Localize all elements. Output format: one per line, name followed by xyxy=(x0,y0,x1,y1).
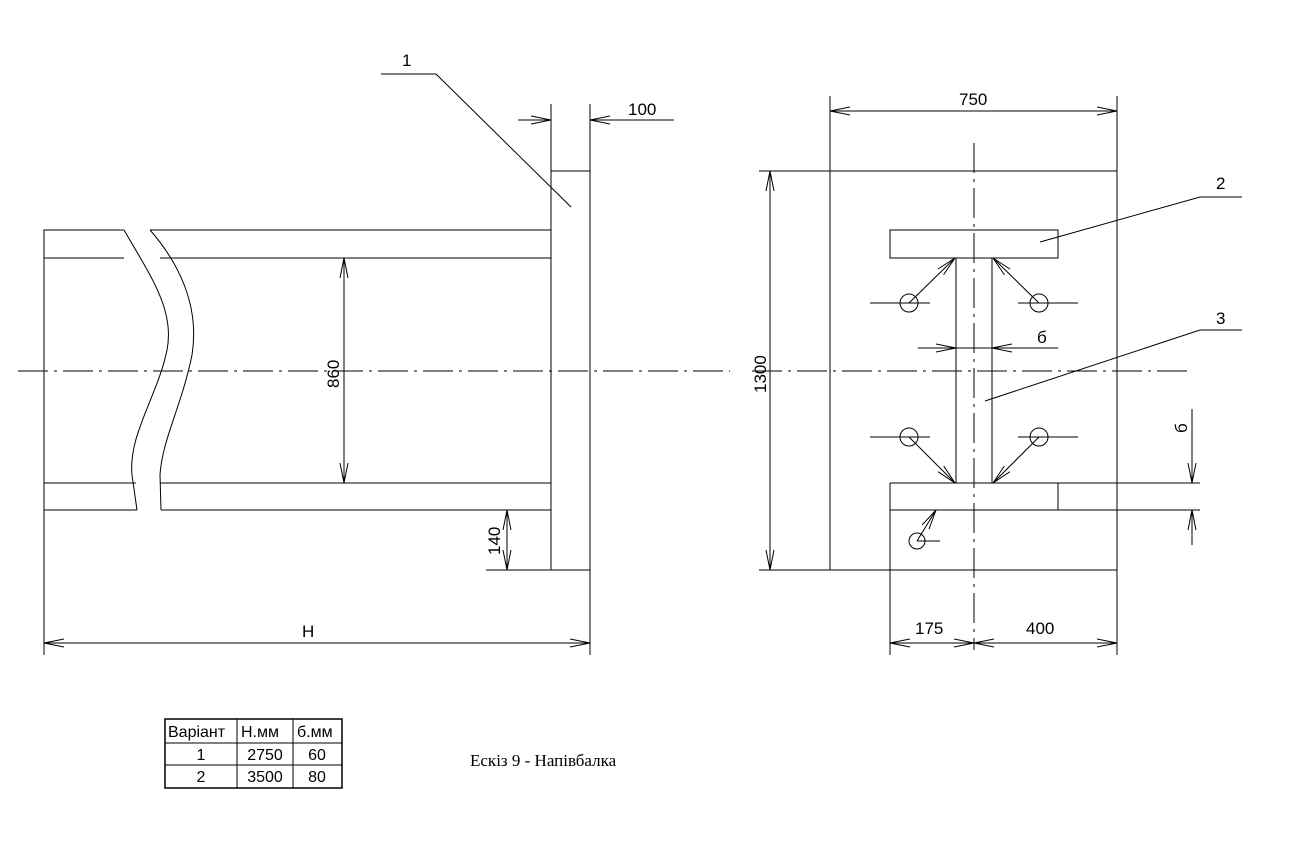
dim-860-label: 860 xyxy=(324,360,343,388)
table-cell: 1 xyxy=(197,747,206,764)
top-flange-section xyxy=(889,229,1059,259)
end-view: 750 1300 б б 175 400 2 3 xyxy=(751,90,1242,655)
table-cell: 60 xyxy=(308,747,326,764)
callout-1-leader xyxy=(381,73,572,208)
dim-140-label: 140 xyxy=(485,527,504,555)
table-cell: 2 xyxy=(197,769,206,786)
callout-3-label: 3 xyxy=(1216,309,1225,328)
bottom-flange-section xyxy=(889,482,1200,511)
dim-175-label: 175 xyxy=(915,619,943,638)
dim-flange-b-label: б xyxy=(1172,423,1191,433)
callout-2-label: 2 xyxy=(1216,174,1225,193)
break-line-right xyxy=(149,229,195,511)
callout-2-leader xyxy=(1039,196,1242,243)
dim-1300-label: 1300 xyxy=(751,355,770,393)
top-flange xyxy=(43,229,137,511)
table-header-b: б.мм xyxy=(297,724,333,741)
dim-400-label: 400 xyxy=(1026,619,1054,638)
table-header-variant: Варіант xyxy=(168,724,226,741)
web-section xyxy=(955,258,993,483)
dim-750-label: 750 xyxy=(959,90,987,109)
end-plate xyxy=(550,170,591,571)
callout-3-leader xyxy=(984,329,1242,402)
callout-1-label: 1 xyxy=(402,51,411,70)
dim-web-b-label: б xyxy=(1037,328,1047,347)
weld-symbols xyxy=(870,258,1078,550)
table-cell: 80 xyxy=(308,769,326,786)
drawing-caption: Ескіз 9 - Напівбалка xyxy=(470,751,617,770)
dim-100-label: 100 xyxy=(628,100,656,119)
outer-plate xyxy=(759,170,1118,571)
side-view: 100 860 140 H 1 xyxy=(18,51,730,655)
table-cell: 2750 xyxy=(247,747,283,764)
table-header-h: Н.мм xyxy=(241,724,279,741)
variants-table: Варіант Н.мм б.мм 1 2750 60 2 3500 80 xyxy=(164,718,343,789)
break-line-left xyxy=(123,229,169,511)
table-cell: 3500 xyxy=(247,769,283,786)
dim-H-label: H xyxy=(302,622,314,641)
